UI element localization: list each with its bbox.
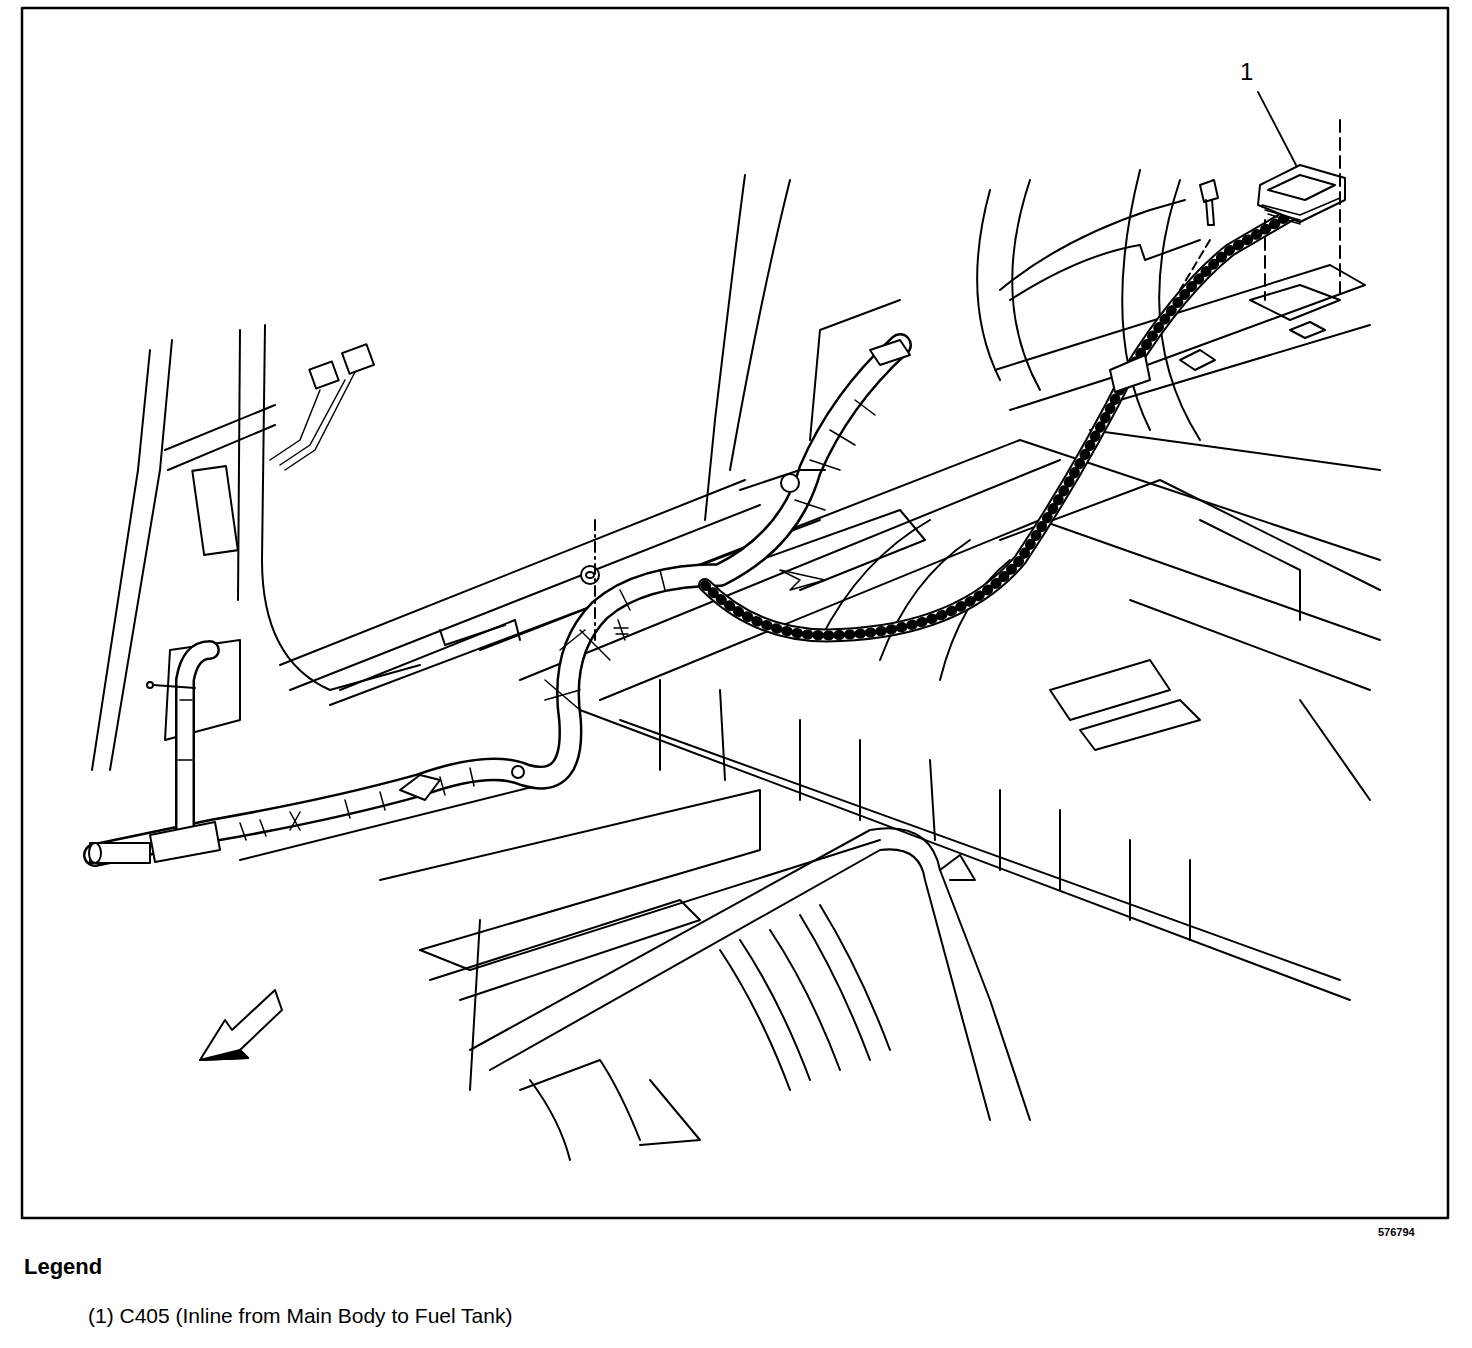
wiring-harness xyxy=(89,215,1290,863)
front-arrow xyxy=(200,990,282,1060)
leader-line xyxy=(1258,92,1296,165)
body-structure xyxy=(92,170,1380,1160)
figure-frame xyxy=(22,8,1448,1218)
callout-number: 1 xyxy=(1240,58,1253,86)
legend-entry: (1) C405 (Inline from Main Body to Fuel … xyxy=(88,1304,512,1328)
legend-heading: Legend xyxy=(24,1254,102,1279)
c405-connector xyxy=(1180,120,1345,300)
figure-number: 576794 xyxy=(1378,1226,1415,1239)
